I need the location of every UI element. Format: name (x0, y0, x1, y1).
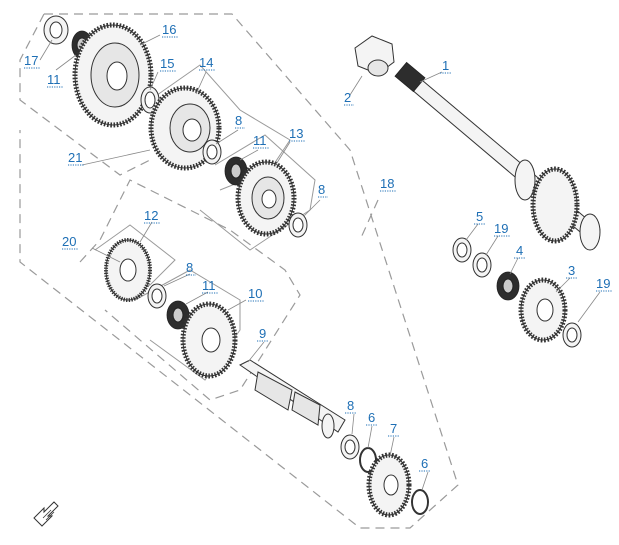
callout-10: 10 (248, 286, 262, 301)
frame-main (19, 13, 459, 529)
part-5-washer (452, 237, 472, 263)
arrow-icon (33, 501, 59, 527)
part-10-gear (180, 301, 238, 379)
part-8-washer-b (288, 212, 308, 238)
callout-20: 20 (62, 234, 76, 249)
callout-16: 16 (162, 22, 176, 37)
callout-15: 15 (160, 56, 174, 71)
part-13-gear (235, 159, 297, 237)
callout-3: 3 (568, 263, 575, 278)
frame-20 (79, 179, 301, 401)
callout-7: 7 (390, 421, 397, 436)
callout-9: 9 (259, 326, 266, 341)
part-8-washer-d (340, 434, 360, 460)
callout-14: 14 (199, 55, 213, 70)
part-11-bearing-c (166, 300, 190, 330)
frame-18 (359, 199, 379, 241)
part-9-countershaft (239, 359, 346, 439)
part-3-gear (518, 277, 568, 343)
callout-18: 18 (380, 176, 394, 191)
part-14-gear (148, 85, 222, 171)
callout-labels: 17 11 16 15 14 8 11 13 8 21 2 1 18 5 19 … (24, 22, 612, 472)
part-6-circlip-b (411, 489, 429, 515)
callout-11-b: 11 (253, 133, 267, 148)
callout-1: 1 (442, 58, 449, 73)
callout-4: 4 (516, 243, 523, 258)
callout-6-b: 6 (421, 456, 428, 471)
part-4-bearing (496, 271, 520, 301)
callout-8-a: 8 (235, 113, 242, 128)
part-17-washer (43, 15, 69, 45)
callout-13: 13 (289, 126, 303, 141)
callout-19-b: 19 (596, 276, 610, 291)
part-12-hub (104, 238, 152, 302)
callout-12: 12 (144, 208, 158, 223)
part-19-washer-b (562, 322, 582, 348)
callout-21: 21 (68, 150, 82, 165)
frame-21 (19, 13, 151, 176)
callout-19-a: 19 (494, 221, 508, 236)
callout-2: 2 (344, 90, 351, 105)
part-7-gear (366, 452, 412, 518)
leader-lines (39, 34, 601, 491)
callout-11-top: 11 (47, 72, 61, 87)
part-2-nut (354, 35, 395, 77)
part-8-washer-a (202, 139, 222, 165)
part-16-large-gear (72, 22, 154, 128)
frame-13-box (199, 134, 316, 251)
part-19-washer-a (472, 252, 492, 278)
part-8-washer-c (147, 283, 167, 309)
callout-6-a: 6 (368, 410, 375, 425)
callout-17: 17 (24, 53, 38, 68)
callout-8-b: 8 (318, 182, 325, 197)
callout-8-c: 8 (186, 260, 193, 275)
callout-11-c: 11 (202, 278, 216, 293)
part-1-mainshaft (394, 61, 601, 251)
callout-5: 5 (476, 209, 483, 224)
callout-8-d: 8 (347, 398, 354, 413)
